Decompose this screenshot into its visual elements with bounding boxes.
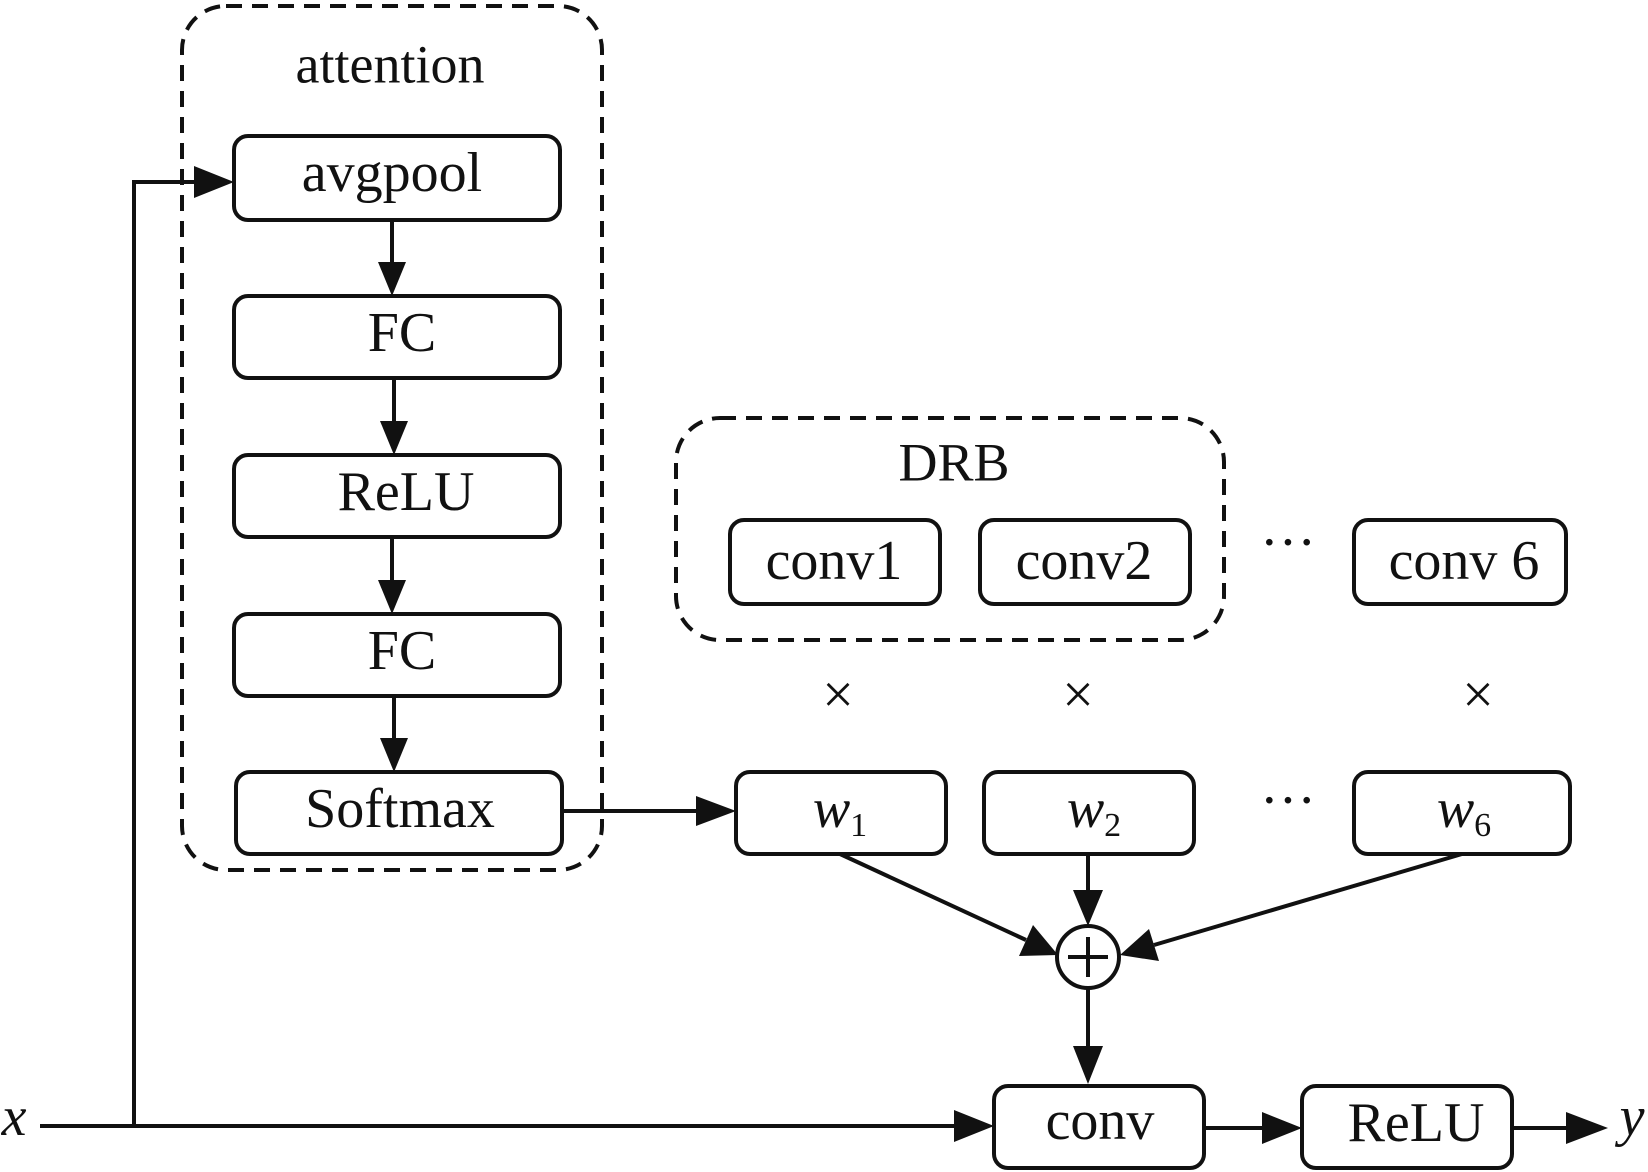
multiply-sign-1: × <box>822 664 854 726</box>
w1-label: w1 <box>813 778 867 844</box>
drb-group-title: DRB <box>898 432 1009 492</box>
w2-label: w2 <box>1067 778 1121 844</box>
conv1-label: conv1 <box>766 530 903 592</box>
fc1-label: FC <box>368 302 437 364</box>
w6-label: w6 <box>1437 778 1491 844</box>
drb-group-border <box>674 416 1226 642</box>
fc1-block <box>232 294 562 380</box>
attention-group-title: attention <box>296 34 485 94</box>
multiply-sign-6: × <box>1462 664 1494 726</box>
arrow-input-to-avgpool <box>132 166 234 1126</box>
relu-attention-label: ReLU <box>338 461 475 523</box>
multiply-sign-2: × <box>1062 664 1094 726</box>
avgpool-block <box>232 134 562 222</box>
arrow-fc-to-softmax <box>380 696 408 772</box>
arrow-input-to-conv <box>40 1110 994 1142</box>
arrow-fc-to-relu <box>380 378 408 455</box>
arrow-w6-to-sum <box>1120 852 1463 961</box>
arrow-relu-to-fc <box>378 537 406 614</box>
input-label: x <box>1 1086 27 1148</box>
conv2-label: conv2 <box>1016 530 1153 592</box>
arrow-softmax-to-w1 <box>562 796 736 826</box>
arrow-w1-to-sum <box>839 852 1058 956</box>
conv-main-label: conv <box>1046 1090 1155 1152</box>
fc2-block <box>232 612 562 698</box>
conv2-block <box>978 518 1192 606</box>
fc2-label: FC <box>368 620 437 682</box>
attention-group-border <box>180 4 604 872</box>
conv-ellipsis: ··· <box>1260 512 1316 574</box>
conv6-label: conv 6 <box>1389 530 1540 592</box>
arrow-sum-to-conv <box>1073 988 1103 1084</box>
arrow-conv-to-relu <box>1204 1112 1302 1144</box>
relu-main-label: ReLU <box>1348 1092 1485 1154</box>
conv6-block <box>1352 518 1568 606</box>
arrow-w2-to-sum <box>1073 854 1103 926</box>
weight-ellipsis: ··· <box>1260 770 1316 832</box>
sum-node <box>1055 924 1121 990</box>
arrow-relu-to-output <box>1512 1112 1608 1144</box>
softmax-label: Softmax <box>305 778 495 840</box>
arrow-avgpool-to-fc <box>378 220 406 296</box>
avgpool-label: avgpool <box>302 142 482 204</box>
relu-attention-block <box>232 453 562 539</box>
conv1-block <box>728 518 942 606</box>
output-label: y <box>1615 1086 1645 1148</box>
